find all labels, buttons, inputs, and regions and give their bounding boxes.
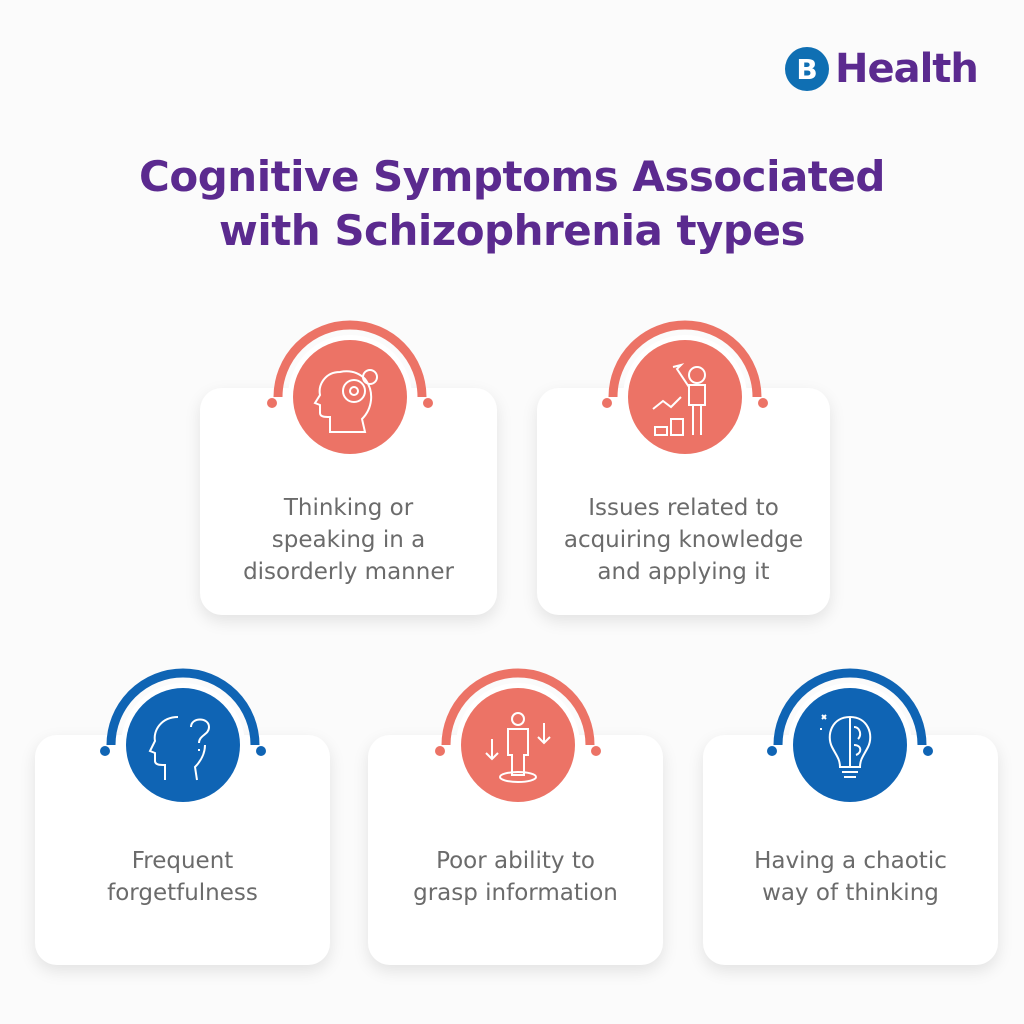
logo-text: Health (835, 46, 979, 92)
badge-person-arrows (435, 668, 601, 807)
brain-bulb-icon (820, 714, 872, 778)
badge-person-climbing (602, 320, 768, 459)
card-line: Frequent (131, 848, 234, 874)
card-line: way of thinking (762, 880, 939, 906)
card-line: disorderly manner (243, 559, 454, 585)
person-climbing-icon (652, 363, 706, 436)
card-line: and applying it (597, 559, 770, 585)
card-text: Having a chaotic way of thinking (703, 845, 998, 909)
page-title: Cognitive Symptoms Associated with Schiz… (0, 150, 1024, 258)
card-line: Thinking or (283, 495, 414, 521)
badge-brain-bulb (767, 668, 933, 807)
title-line-2: with Schizophrenia types (219, 206, 805, 255)
card-line: speaking in a (271, 527, 426, 553)
card-line: grasp information (413, 880, 618, 906)
card-text: Issues related to acquiring knowledge an… (537, 492, 830, 588)
head-question-icon (148, 716, 211, 781)
card-text: Poor ability to grasp information (368, 845, 663, 909)
card-line: forgetfulness (107, 880, 258, 906)
person-arrows-icon (485, 712, 551, 783)
card-line: Having a chaotic (754, 848, 947, 874)
card-line: Issues related to (588, 495, 779, 521)
logo-mark: B (785, 47, 829, 91)
head-gears-icon (313, 369, 378, 433)
title-line-1: Cognitive Symptoms Associated (139, 152, 885, 201)
badge-head-question (100, 668, 266, 807)
logo: B Health (785, 46, 979, 92)
badge-head-gears (267, 320, 433, 459)
card-text: Thinking or speaking in a disorderly man… (200, 492, 497, 588)
card-line: Poor ability to (436, 848, 595, 874)
symptom-card-4: Poor ability to grasp information (368, 735, 663, 965)
card-line: acquiring knowledge (563, 527, 804, 553)
card-text: Frequent forgetfulness (35, 845, 330, 909)
